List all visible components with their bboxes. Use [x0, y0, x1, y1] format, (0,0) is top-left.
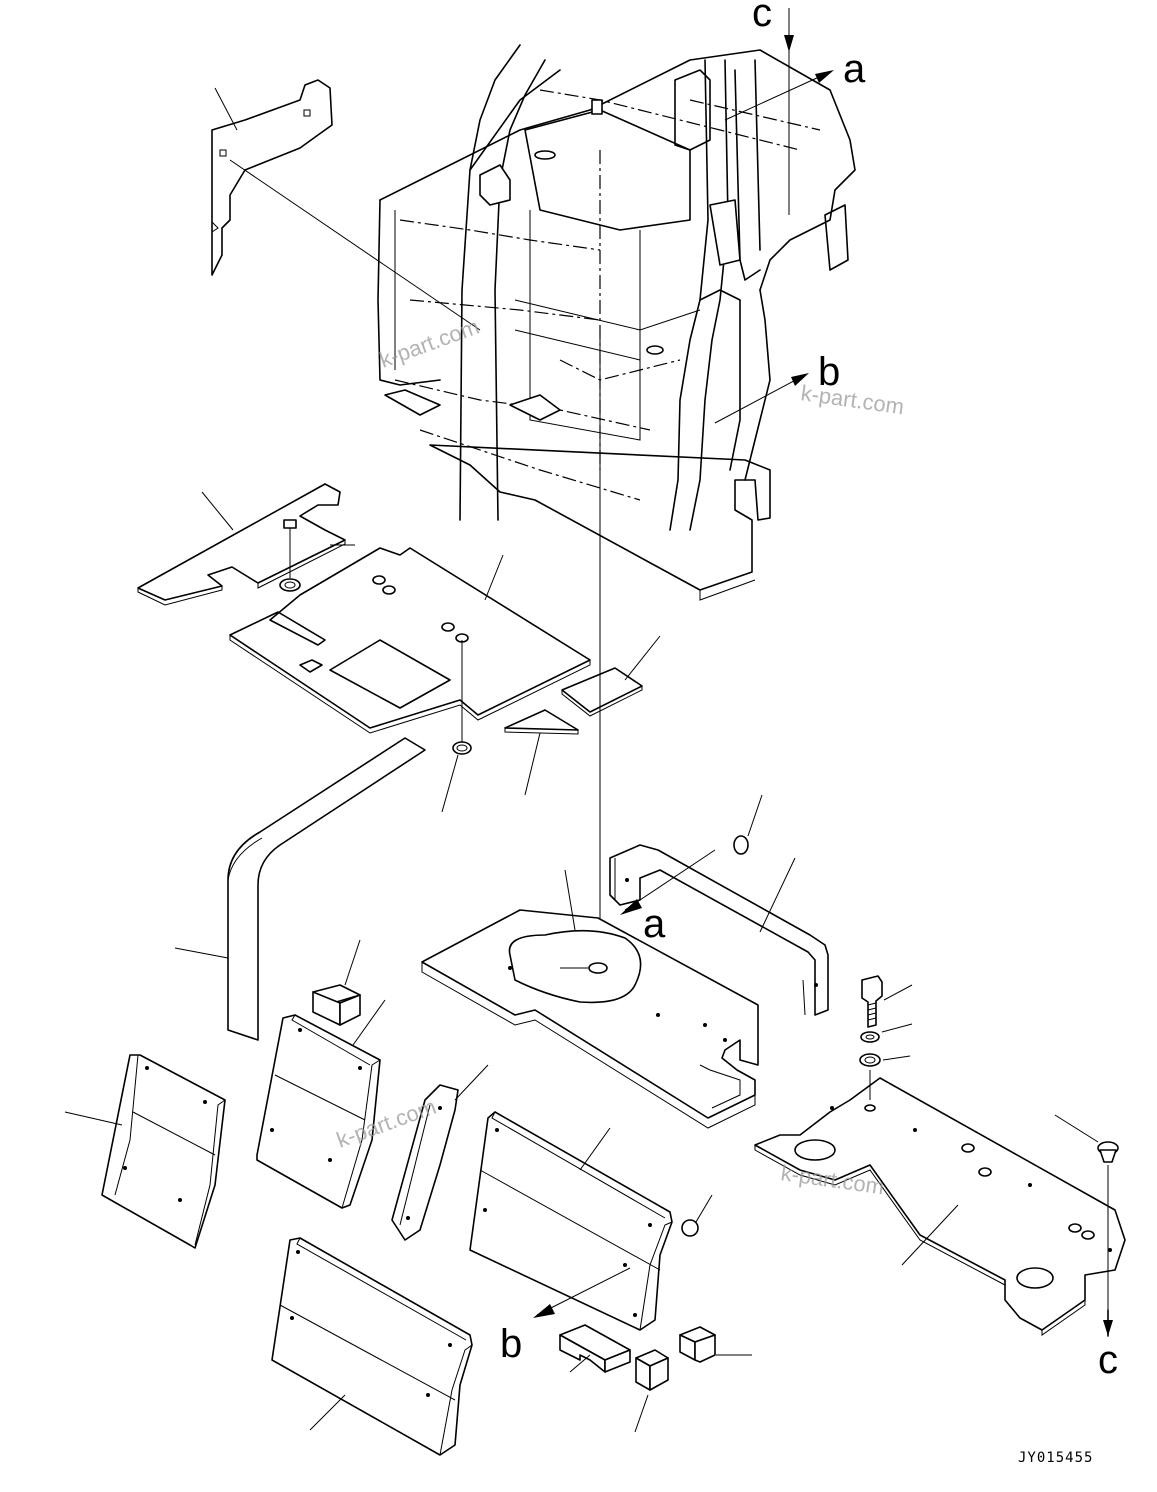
part-floor-mat-main	[229, 547, 591, 734]
part-bent-channel	[174, 737, 426, 1041]
ref-label-c-top: c	[752, 0, 772, 35]
clip-fastener	[1054, 1114, 1119, 1337]
part-u-channel	[609, 844, 829, 1016]
watermark-1: k-part.com	[376, 314, 482, 373]
ref-label-b-bottom: b	[500, 1322, 522, 1366]
part-block-group	[559, 1324, 752, 1433]
ref-label-c-bottom: c	[1098, 1338, 1118, 1382]
part-floor-mat-strip	[137, 483, 346, 606]
part-bottom-right-plate	[754, 1070, 1126, 1336]
part-side-trim-upper-left	[211, 79, 481, 331]
part-small-pads	[504, 635, 661, 796]
part-panel-center-left	[256, 999, 386, 1209]
part-cube-pad-left	[312, 939, 361, 1026]
part-panel-center-right	[469, 1111, 673, 1331]
reference-arrows	[533, 8, 834, 1318]
watermark-2: k-part.com	[799, 380, 905, 419]
o-ring-upper	[733, 794, 763, 855]
o-ring-lower	[681, 1194, 713, 1237]
drawing-number: JY015455	[1018, 1450, 1093, 1466]
part-bracket-vertical	[391, 1064, 489, 1241]
ref-label-a-mid: a	[643, 902, 666, 946]
washer-group	[279, 519, 472, 813]
fastener-stack	[859, 975, 913, 1067]
part-seat-plate	[421, 869, 759, 1129]
ref-label-b-top: b	[818, 350, 840, 394]
part-panel-left	[64, 1054, 226, 1249]
part-panel-bottom	[271, 1237, 473, 1456]
ref-label-a-top: a	[843, 47, 866, 91]
